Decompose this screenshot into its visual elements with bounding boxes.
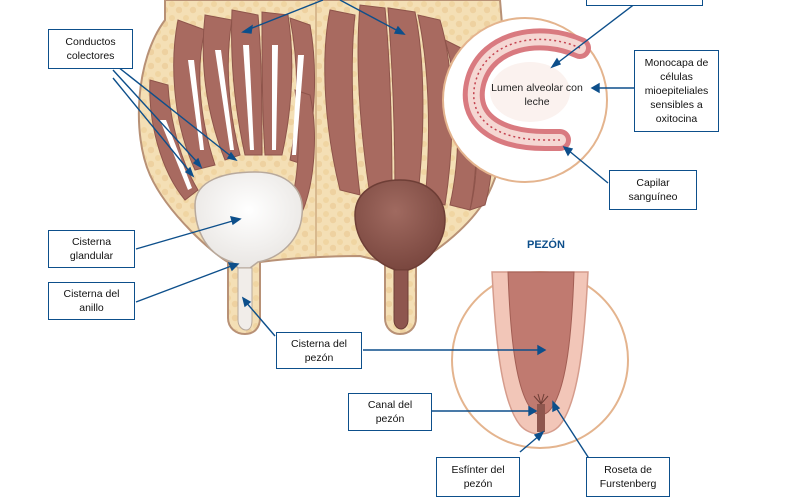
alveolus-inset (442, 17, 608, 183)
label-esfinter-pezon: Esfínter del pezón (436, 457, 520, 497)
label-conductos-colectores: Conductos colectores (48, 29, 133, 69)
label-cisterna-pezon: Cisterna del pezón (276, 332, 362, 369)
pezon-title: PEZÓN (527, 239, 565, 251)
left-gland-cistern (194, 171, 304, 331)
label-monocapa: Monocapa de células mioepiteliales sensi… (634, 50, 719, 132)
label-lumen-alveolar: Lumen alveolar con leche (491, 82, 583, 108)
right-gland-cistern (354, 179, 446, 330)
label-cisterna-glandular: Cisterna glandular (48, 230, 135, 268)
label-canal-pezon: Canal del pezón (348, 393, 432, 431)
label-roseta-furstenberg: Roseta de Furstenberg (586, 457, 670, 497)
label-cisterna-anillo: Cisterna del anillo (48, 282, 135, 320)
label-top-cutoff (586, 0, 703, 6)
label-capilar: Capilar sanguíneo (609, 170, 697, 210)
teat-inset (451, 271, 629, 449)
leader-lines (112, 0, 641, 461)
